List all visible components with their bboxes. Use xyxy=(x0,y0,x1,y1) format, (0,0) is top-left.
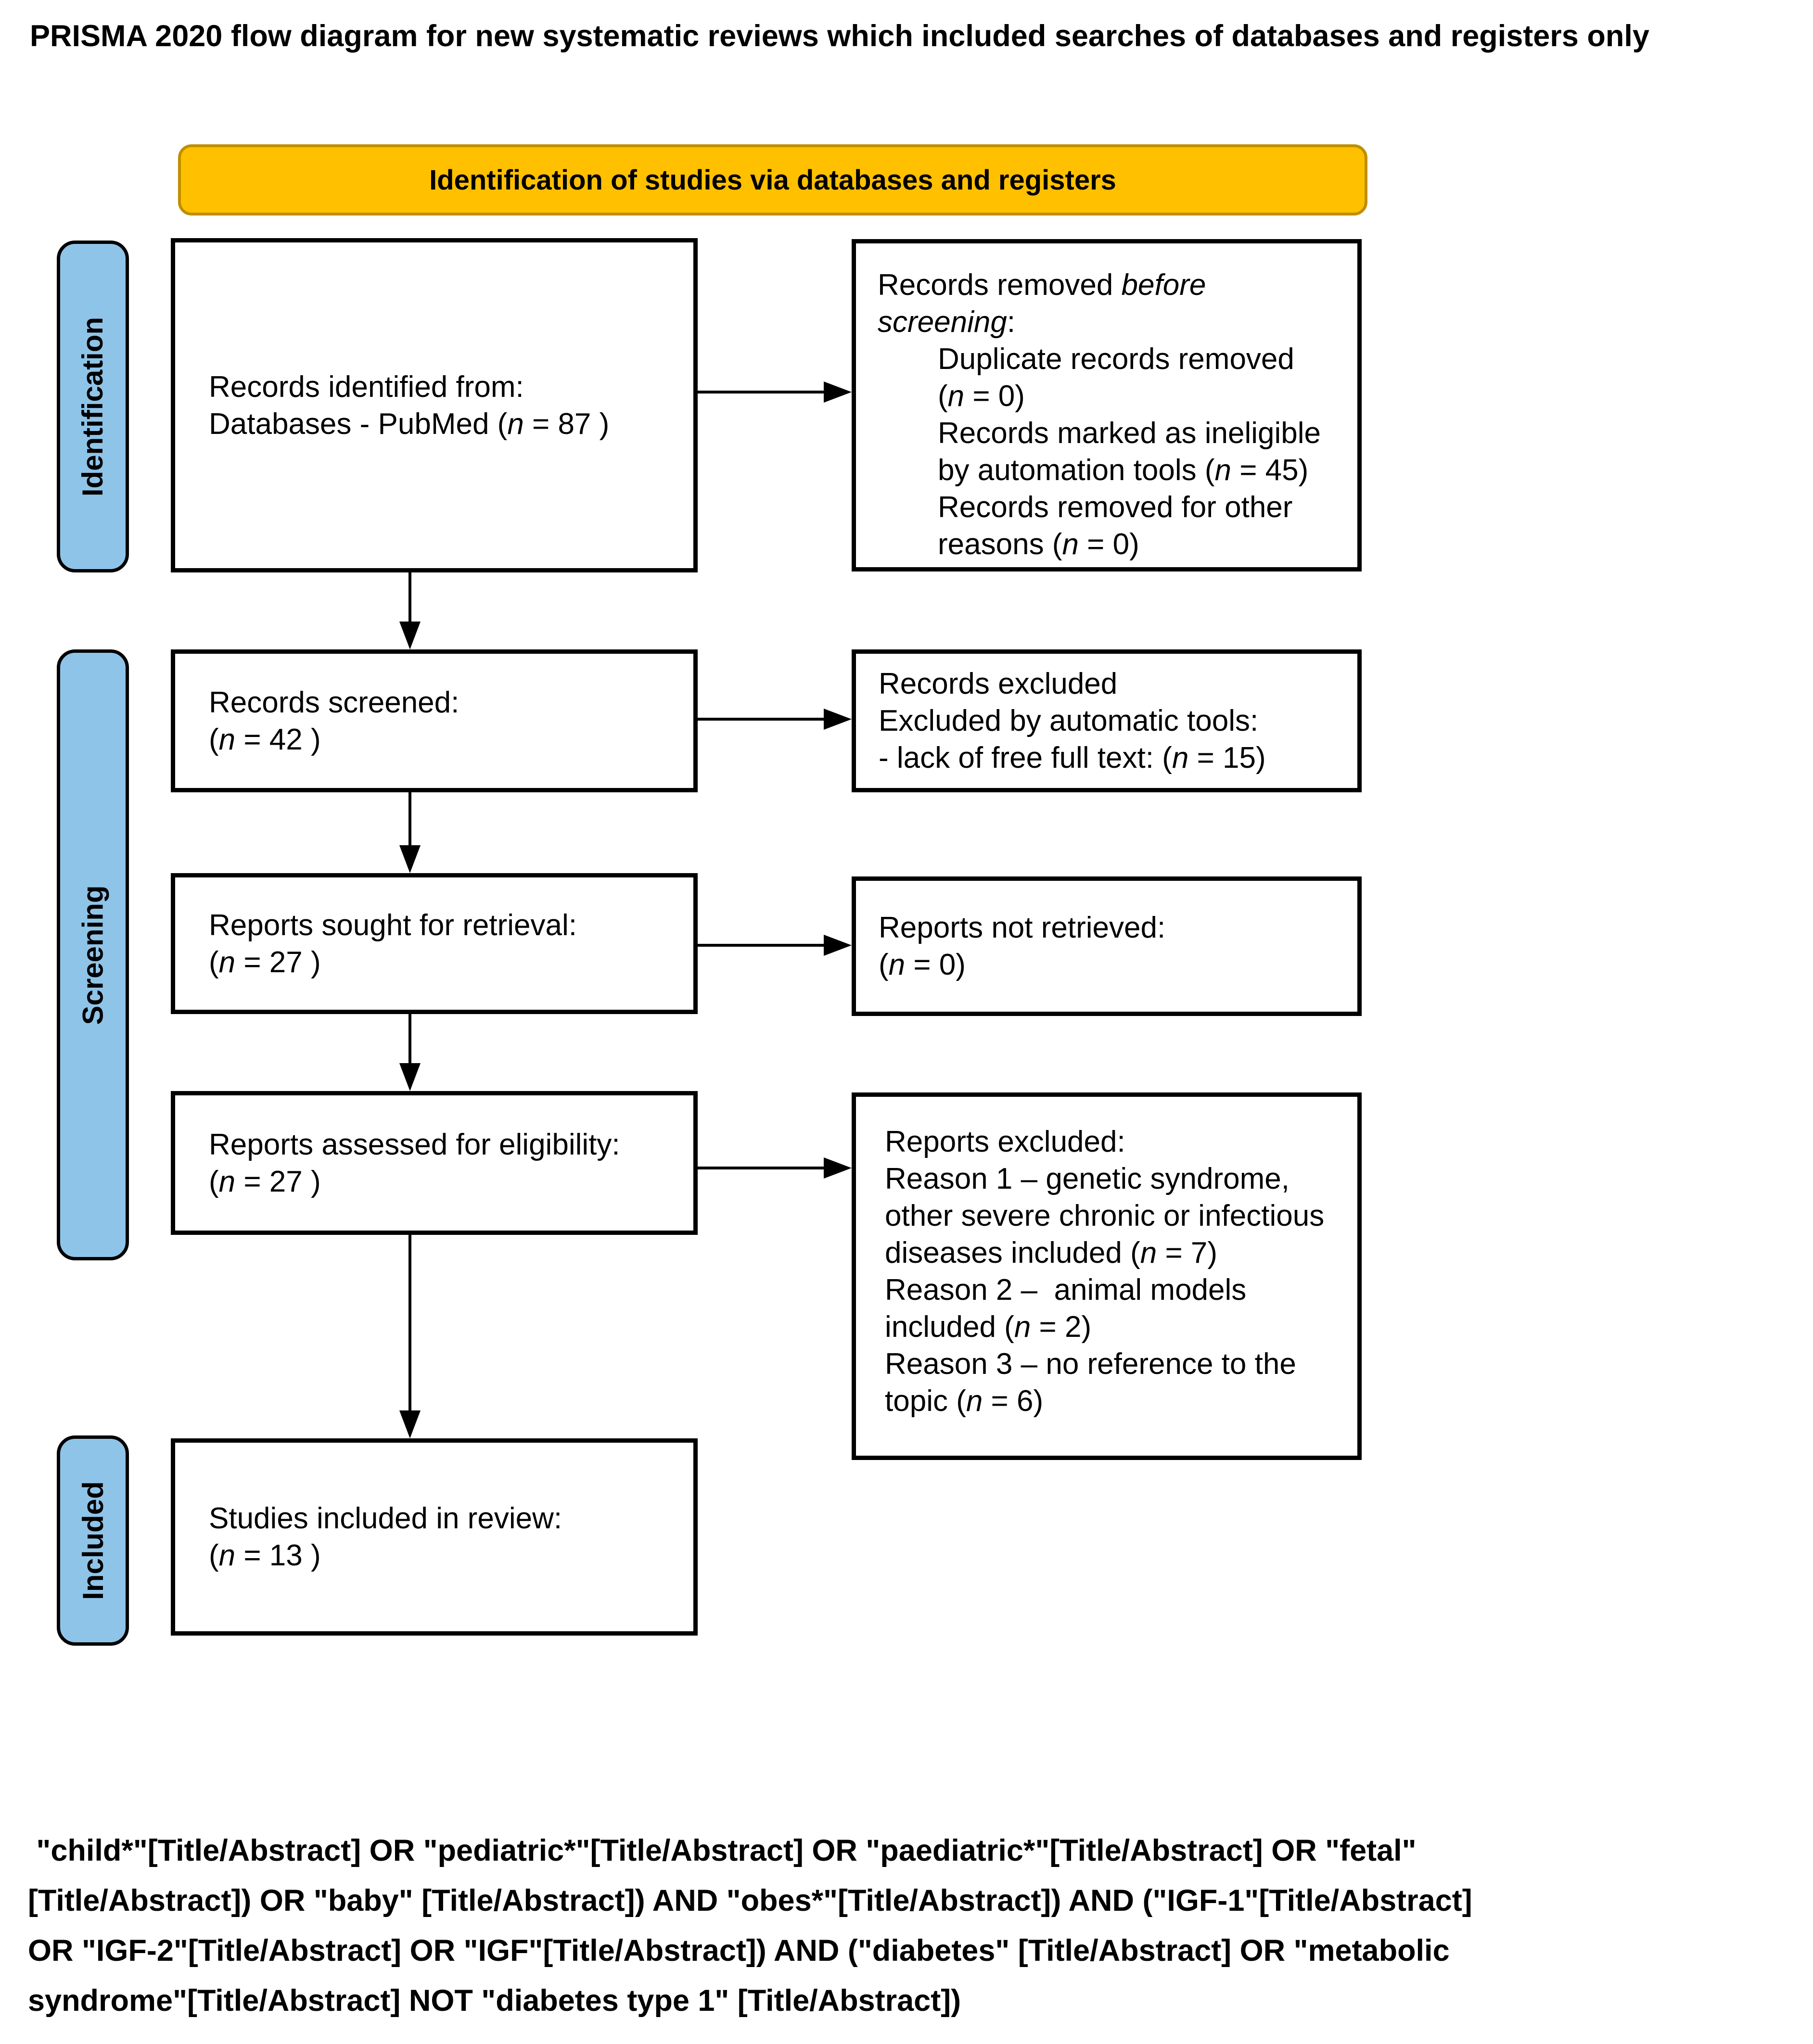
arrowhead-down-icon xyxy=(399,1063,421,1091)
box-records-screened: Records screened: (n = 42 ) xyxy=(171,649,698,792)
text-line: Records identified from: xyxy=(209,370,524,404)
arrow-screened-to-sought xyxy=(409,792,411,847)
box-reports-assessed-for-eligibility: Reports assessed for eligibility: (n = 27… xyxy=(171,1091,698,1235)
text-line: Records excluded xyxy=(879,667,1118,700)
box-records-identified: Records identified from:Databases - PubM… xyxy=(171,238,698,572)
text-line: included (n = 2) xyxy=(885,1310,1092,1344)
text-line: Reports not retrieved: xyxy=(879,911,1166,944)
arrow-assessed-to-included xyxy=(409,1235,411,1412)
text-line: Reason 3 – no reference to the xyxy=(885,1347,1296,1381)
text-line: Reports excluded: xyxy=(885,1125,1125,1158)
arrowhead-right-icon xyxy=(824,381,852,403)
arrow-assessed-to-excluded xyxy=(698,1167,827,1169)
text-line: Reason 1 – genetic syndrome, xyxy=(885,1162,1290,1195)
search-query-line: [Title/Abstract]) OR "baby" [Title/Abstr… xyxy=(28,1884,1472,1917)
text-line: (n = 0) xyxy=(938,380,1025,413)
box-studies-included-in-review: Studies included in review: (n = 13 ) xyxy=(171,1438,698,1636)
arrowhead-right-icon xyxy=(824,1157,852,1179)
box-reports-sought-for-retrieval: Reports sought for retrieval:(n = 27 ) xyxy=(171,873,698,1014)
text-line: (n = 42 ) xyxy=(209,723,321,756)
arrowhead-down-icon xyxy=(399,622,421,649)
text-line: Reports sought for retrieval: xyxy=(209,908,577,942)
text-line: Reports assessed for eligibility: xyxy=(209,1128,620,1161)
arrow-identified-to-screened xyxy=(409,572,411,623)
box-reports-not-retrieved: Reports not retrieved: (n = 0) xyxy=(852,876,1362,1016)
text-line: Records marked as ineligible xyxy=(938,417,1321,450)
text-line: Databases - PubMed (n = 87 ) xyxy=(209,407,610,441)
text-line: Studies included in review: xyxy=(209,1502,562,1535)
stage-label-screening: Screening xyxy=(77,885,109,1025)
arrowhead-down-icon xyxy=(399,1410,421,1438)
text-line: (n = 27 ) xyxy=(209,1165,321,1198)
search-query-line: syndrome"[Title/Abstract] NOT "diabetes … xyxy=(28,1984,961,2018)
box-reports-excluded: Reports excluded: Reason 1 – genetic synd… xyxy=(852,1092,1362,1460)
text-line: Excluded by automatic tools: xyxy=(879,704,1259,737)
identification-banner: Identification of studies via databases … xyxy=(178,144,1367,216)
text-line: (n = 13 ) xyxy=(209,1539,321,1572)
text-line: Records screened: xyxy=(209,686,460,719)
arrow-identified-to-removed xyxy=(698,391,827,394)
arrowhead-right-icon xyxy=(824,935,852,956)
text-line: - lack of free full text: (n = 15) xyxy=(879,741,1266,774)
text-line: Duplicate records removed xyxy=(938,343,1294,376)
arrow-sought-to-not-retrieved xyxy=(698,944,827,947)
text-line: reasons (n = 0) xyxy=(938,528,1139,561)
page-title: PRISMA 2020 flow diagram for new systema… xyxy=(30,19,1649,53)
text-line: (n = 27 ) xyxy=(209,945,321,979)
text-line: by automation tools (n = 45) xyxy=(938,454,1309,487)
search-query: "child*"[Title/Abstract] OR "pediatric*"… xyxy=(28,1826,1806,2026)
arrow-sought-to-assessed xyxy=(409,1014,411,1065)
stage-label-identification: Identification xyxy=(77,317,109,496)
text-line: diseases included (n = 7) xyxy=(885,1236,1218,1270)
stage-bar-identification: Identification xyxy=(57,241,129,572)
arrowhead-right-icon xyxy=(824,709,852,730)
text-line: screening: xyxy=(878,305,1016,339)
arrow-screened-to-excluded xyxy=(698,718,827,721)
stage-bar-included: Included xyxy=(57,1435,129,1646)
stage-label-included: Included xyxy=(77,1481,109,1600)
text-line: Records removed for other xyxy=(938,491,1293,524)
stage-bar-screening: Screening xyxy=(57,649,129,1260)
text-line: Records removed before xyxy=(878,268,1206,302)
text-line: topic (n = 6) xyxy=(885,1384,1044,1418)
search-query-line: "child*"[Title/Abstract] OR "pediatric*"… xyxy=(28,1834,1417,1867)
text-line: other severe chronic or infectious xyxy=(885,1199,1325,1232)
text-line: Reason 2 – animal models xyxy=(885,1273,1247,1307)
arrowhead-down-icon xyxy=(399,845,421,873)
search-query-line: OR "IGF-2"[Title/Abstract] OR "IGF"[Titl… xyxy=(28,1934,1450,1968)
identification-banner-label: Identification of studies via databases … xyxy=(429,164,1116,196)
text-line: (n = 0) xyxy=(879,948,966,981)
